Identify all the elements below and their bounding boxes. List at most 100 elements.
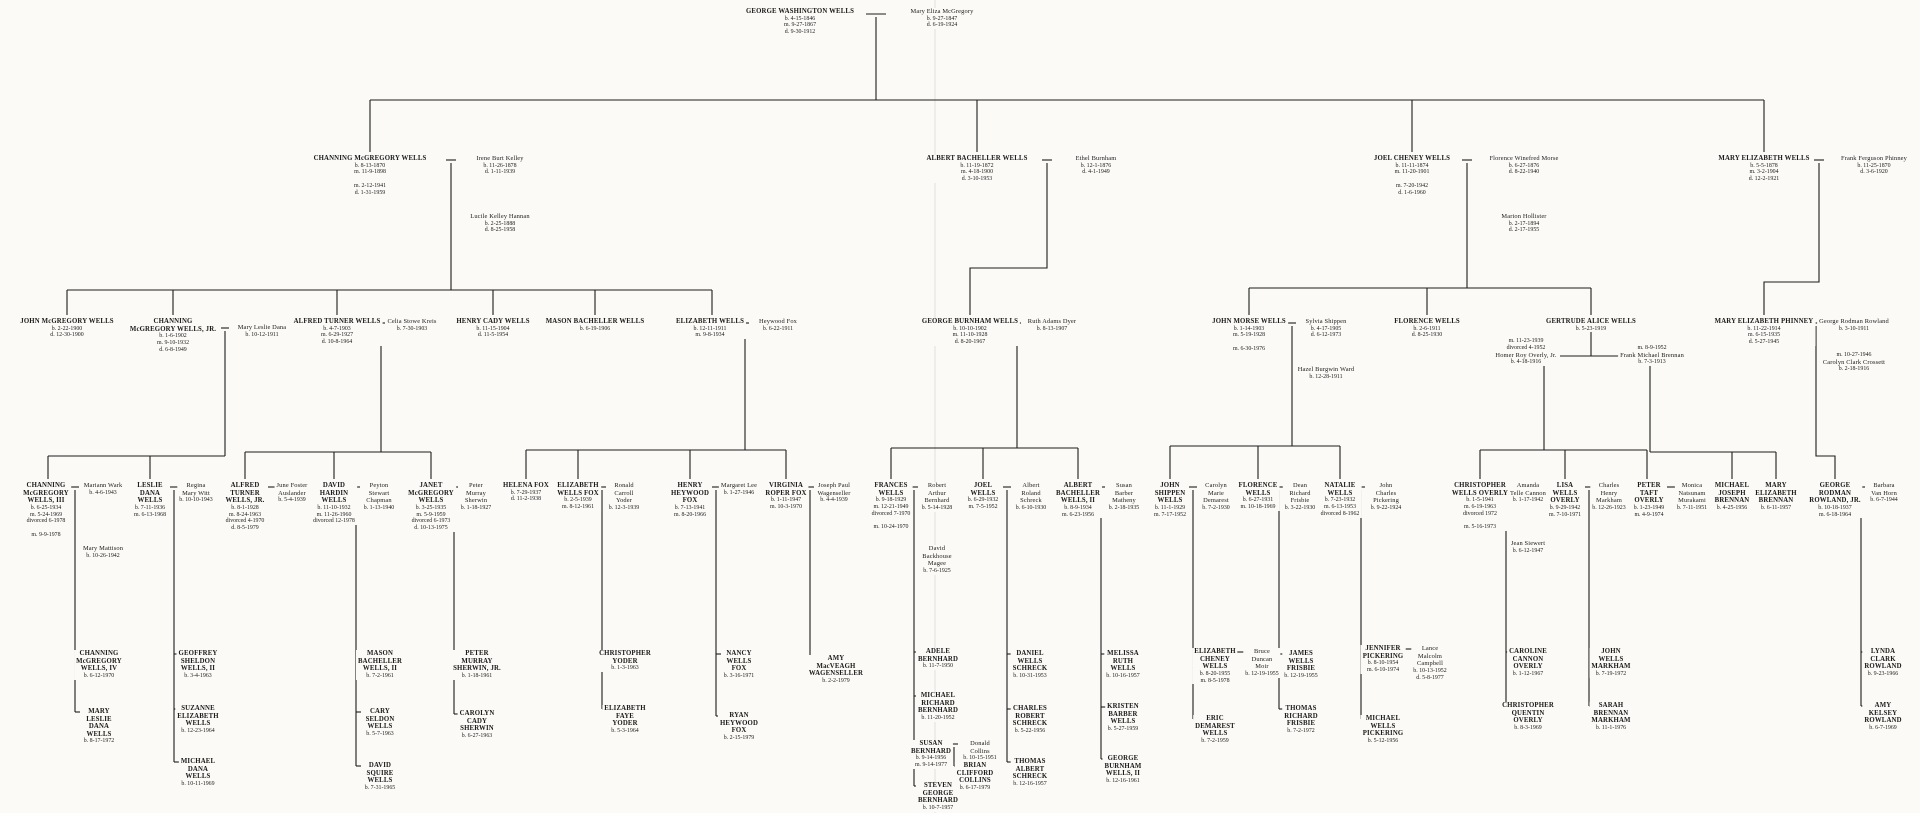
person-dates: b. 1-11-1947 [770,497,802,504]
person-dates: b. 9-27-1847 [926,15,958,22]
person-dates: b. 9-22-1924 [1370,504,1402,511]
person-name: Heywood Fox [758,318,798,325]
person-dates: d. 5-8-1977 [1416,674,1444,681]
person-dates: b. 11-22-1914 [1747,325,1781,332]
person-dates: b. 5-22-1956 [1014,727,1046,734]
marriage-note: m. 10-27-1946 [1836,352,1872,358]
person-name: Lucile Kelley Hannan [470,213,530,220]
person-dates: b. 4-6-1943 [89,489,117,496]
person-dates: b. 7-11-1951 [1676,504,1708,511]
person-dates: m. 9-8-1934 [695,332,725,339]
marriage-note: divorced 4-1952 [1506,344,1546,351]
person-dates: m. 5-24-1969 [29,511,63,518]
person-dates: b. 2-17-1894 [1508,220,1540,227]
person-dates: b. 2-6-1911 [1413,325,1441,332]
person-name: MASON BACHELLER WELLS [545,318,645,325]
person-name: HENRY CADY WELLS [456,318,530,325]
person-dates: m. 12-21-1949 [873,503,909,510]
person-dates: m. 9-27-1867 [783,22,817,29]
person-dates: m. 10-3-1970 [769,503,803,510]
person-dates: b. 11-7-1950 [922,663,954,670]
person-dates: b. 1-6-1902 [159,333,187,340]
person-dates: divorced 1972 [1463,510,1497,517]
person-dates: b. 10-10-1902 [953,325,987,332]
person-dates: d. 3-10-1953 [961,176,993,183]
person-dates: b. 8-13-1870 [354,162,386,169]
person-dates: d. 8-25-1930 [1411,332,1443,339]
person-dates: b. 11-11-1874 [1395,162,1429,169]
person-dates: b. 7-11-1936 [134,504,166,511]
person-dates: m. 4-18-1900 [960,169,994,176]
person-dates: b. 11-10-1932 [317,504,351,511]
person-name: FLORENCE WELLS [1394,318,1460,325]
person-dates: b. 3-4-1963 [184,672,212,679]
person-dates [1452,518,1508,525]
person-dates: d. 6-8-1949 [159,346,187,353]
person-dates: d. 6-12-1973 [1310,332,1342,339]
person-dates: m. 6-19-1963 [1463,503,1497,510]
person-dates: d. 8-25-1958 [484,227,516,234]
person-dates: b. 8-1-1928 [231,504,259,511]
person-name: MARY ELIZABETH WELLS [1718,155,1810,162]
person-dates: b. 4-7-1903 [323,325,351,332]
person-dates: b. 10-12-1911 [245,331,279,338]
person-dates: b. 4-17-1905 [1310,325,1342,332]
person-dates: b. 12-26-1923 [1592,504,1626,511]
person-name: ALFRED TURNER WELLS [293,318,381,325]
person-dates: m. 6-30-1976 [1232,345,1266,352]
person-dates: m. 8-24-1963 [228,511,262,518]
person-dates: b. 6-27-1963 [461,732,493,739]
person-dates: m. 6-18-1964 [1818,511,1852,518]
person-dates: b. 7-29-1937 [510,489,542,496]
person-dates: m. 11-26-1960 [316,511,352,518]
person-name: GEORGE WASHINGTON WELLS [745,8,855,15]
marriage-note: m. 11-23-1939 [1508,338,1544,344]
person-dates: b. 6-17-1979 [959,784,991,791]
